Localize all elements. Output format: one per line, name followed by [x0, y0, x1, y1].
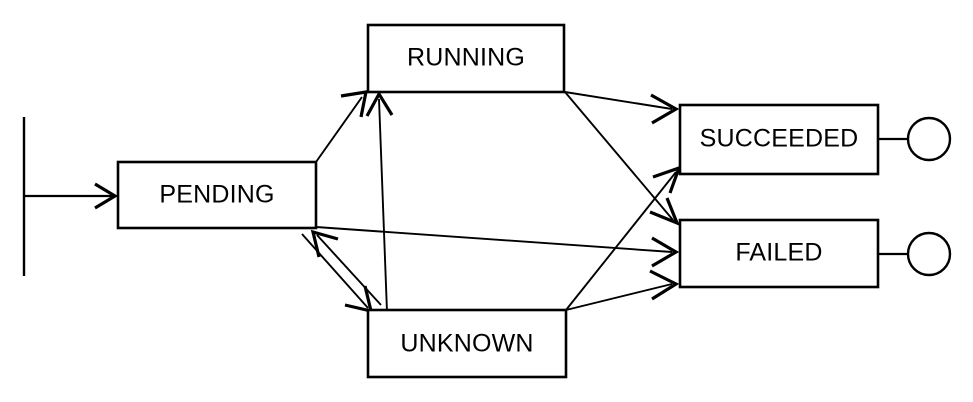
state-succeeded-box [678, 103, 880, 176]
edge-line [564, 91, 674, 221]
transition-initial-to-pending[interactable] [24, 182, 119, 210]
state-pending-box [116, 160, 318, 230]
edge-line [564, 91, 673, 110]
transition-running-to-succeeded[interactable] [564, 91, 680, 125]
final-circle-icon [906, 231, 952, 277]
edge-line [315, 226, 673, 253]
state-succeeded-label: SUCCEEDED [700, 125, 859, 153]
transition-pending-to-running[interactable] [315, 90, 369, 163]
edge-line [378, 98, 388, 313]
arrowhead-icon [649, 269, 680, 301]
state-failed-label: FAILED [735, 239, 822, 267]
edge-line [565, 283, 673, 311]
state-unknown-box [366, 308, 568, 379]
state-failed-box [678, 218, 880, 289]
arrowhead-icon [310, 229, 339, 258]
transition-unknown-to-pending[interactable] [310, 229, 382, 306]
transition-running-to-failed[interactable] [564, 91, 680, 226]
state-pending[interactable]: PENDING [116, 160, 318, 230]
final-state-succeeded [906, 116, 952, 162]
state-unknown-label: UNKNOWN [400, 330, 533, 358]
arrowhead-icon [651, 236, 680, 268]
final-circle-icon [906, 116, 952, 162]
transition-pending-to-unknown[interactable] [301, 233, 374, 314]
arrowhead-icon [94, 182, 119, 210]
state-succeeded[interactable]: SUCCEEDED [678, 103, 880, 176]
transition-unknown-to-failed[interactable] [565, 269, 680, 311]
arrowhead-icon [649, 197, 680, 226]
final-state-failed [906, 231, 952, 277]
arrowhead-icon [650, 93, 680, 125]
edge-line [301, 233, 369, 309]
state-failed[interactable]: FAILED [678, 218, 880, 289]
arrowhead-icon [340, 90, 369, 118]
state-unknown[interactable]: UNKNOWN [366, 308, 568, 379]
transition-unknown-to-succeeded[interactable] [565, 165, 682, 311]
state-running[interactable]: RUNNING [366, 23, 566, 94]
transition-pending-to-failed[interactable] [315, 226, 680, 268]
edge-line [565, 171, 677, 311]
transition-unknown-to-running[interactable] [365, 90, 394, 313]
edge-line [315, 96, 363, 163]
state-running-label: RUNNING [407, 44, 525, 72]
edge-line [316, 234, 382, 306]
arrowhead-icon [365, 90, 394, 117]
state-running-box [366, 23, 566, 94]
state-pending-label: PENDING [159, 181, 274, 209]
